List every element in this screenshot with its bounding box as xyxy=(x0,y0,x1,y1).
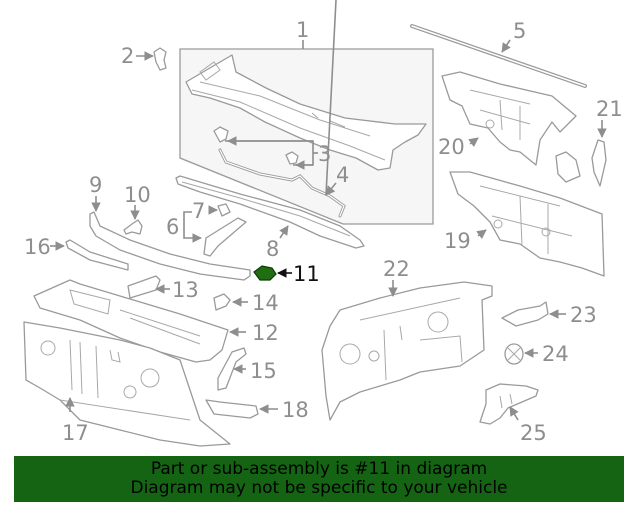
part-16-group[interactable]: 16 xyxy=(24,235,129,271)
part-9-group[interactable]: 9 xyxy=(89,173,251,281)
cowl-grille-panel xyxy=(185,54,427,171)
clip-7 xyxy=(217,203,231,217)
callout-21[interactable]: 21 xyxy=(596,97,623,121)
part-23-group[interactable]: 23 xyxy=(501,301,597,327)
push-pin-2 xyxy=(153,47,167,71)
callout-13[interactable]: 13 xyxy=(172,278,199,302)
callout-25[interactable]: 25 xyxy=(520,421,547,445)
part-11-group[interactable]: 11 xyxy=(253,262,320,286)
callout-10[interactable]: 10 xyxy=(124,183,151,207)
part-8-group[interactable]: 8 xyxy=(175,175,365,261)
part-10-group[interactable]: 10 xyxy=(123,183,151,235)
bracket-18 xyxy=(205,399,259,419)
seal-9 xyxy=(89,211,251,281)
callout-17[interactable]: 17 xyxy=(62,421,89,445)
callout-12[interactable]: 12 xyxy=(252,321,279,345)
cowl-panel-8 xyxy=(175,175,365,249)
clip-3a xyxy=(213,126,229,143)
callout-11[interactable]: 11 xyxy=(293,262,320,286)
clip-3b xyxy=(285,151,299,165)
callout-22[interactable]: 22 xyxy=(383,257,410,281)
highlighted-part-11[interactable] xyxy=(253,265,277,281)
dash-panel-17 xyxy=(23,321,231,447)
callout-4[interactable]: 4 xyxy=(336,163,349,187)
bracket-25 xyxy=(479,383,539,425)
bracket-14 xyxy=(213,293,231,311)
callout-6[interactable]: 6 xyxy=(166,215,179,239)
part-6-7-group[interactable]: 7 6 xyxy=(166,199,247,257)
callout-23[interactable]: 23 xyxy=(570,303,597,327)
banner-line-1: Part or sub-assembly is #11 in diagram xyxy=(150,459,488,479)
callout-24[interactable]: 24 xyxy=(542,342,569,366)
cowl-top-12 xyxy=(33,279,229,363)
insulator-19 xyxy=(449,171,605,277)
part-13-group[interactable]: 13 xyxy=(127,275,199,302)
bracket-13 xyxy=(127,275,161,299)
callout-19[interactable]: 19 xyxy=(444,229,471,253)
callout-20[interactable]: 20 xyxy=(438,135,465,159)
bracket-10 xyxy=(123,219,143,235)
callout-14[interactable]: 14 xyxy=(252,291,279,315)
part-22-group[interactable]: 22 xyxy=(321,257,493,421)
part-12-group[interactable]: 12 xyxy=(33,279,279,363)
weatherstrip-5 xyxy=(411,25,586,87)
part-19-group[interactable]: 19 xyxy=(444,171,605,277)
callout-18[interactable]: 18 xyxy=(282,398,309,422)
part-24-group[interactable]: 24 xyxy=(504,342,569,366)
part-14-group[interactable]: 14 xyxy=(213,291,279,315)
dash-insulator-22 xyxy=(321,281,493,421)
callout-1[interactable]: 1 xyxy=(296,18,309,42)
assembly-1-group[interactable]: 1 3 4 xyxy=(179,0,434,225)
brace-15 xyxy=(217,347,247,391)
callout-7[interactable]: 7 xyxy=(192,199,205,223)
part-15-group[interactable]: 15 xyxy=(217,347,277,391)
bracket-21a xyxy=(555,151,581,183)
callout-8[interactable]: 8 xyxy=(266,237,279,261)
brace-6 xyxy=(203,217,247,257)
banner-line-2: Diagram may not be specific to your vehi… xyxy=(130,478,508,498)
callout-15[interactable]: 15 xyxy=(250,359,277,383)
part-18-group[interactable]: 18 xyxy=(205,398,309,422)
part-17-group[interactable]: 17 xyxy=(23,321,231,447)
callout-16[interactable]: 16 xyxy=(24,235,51,259)
part-2-group[interactable]: 2 xyxy=(121,44,167,71)
part-5-group[interactable]: 5 xyxy=(410,19,587,88)
callout-2[interactable]: 2 xyxy=(121,44,134,68)
bracket-21b xyxy=(591,139,607,187)
seal-16 xyxy=(65,239,129,271)
callout-5[interactable]: 5 xyxy=(513,19,526,43)
pad-23 xyxy=(501,301,549,327)
part-20-group[interactable]: 20 xyxy=(438,71,577,166)
info-banner: Part or sub-assembly is #11 in diagram D… xyxy=(14,456,624,502)
part-25-group[interactable]: 25 xyxy=(479,383,547,445)
part-21-group[interactable]: 21 xyxy=(555,97,623,187)
callout-3[interactable]: 3 xyxy=(318,142,331,166)
callout-9[interactable]: 9 xyxy=(89,173,102,197)
